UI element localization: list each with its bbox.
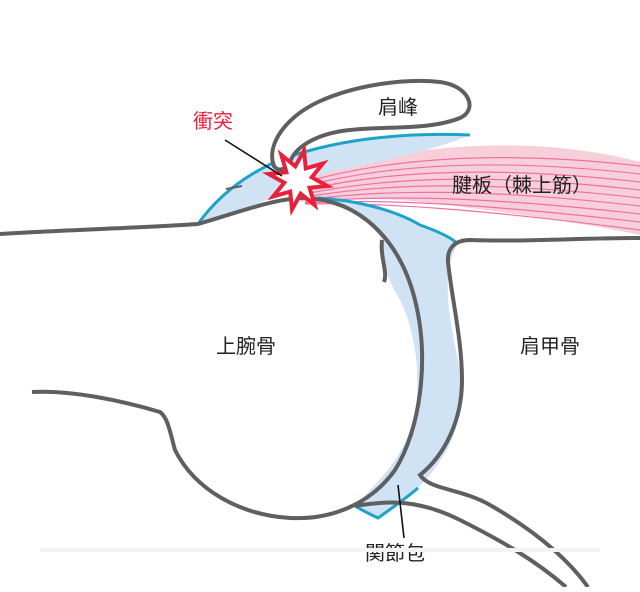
- label-tendon: 腱板（棘上筋）: [452, 173, 592, 197]
- joint-capsule-outline-top: [317, 196, 460, 246]
- bursa-inner-mark: [225, 185, 243, 190]
- joint-capsule: [318, 198, 463, 518]
- humerus-shaft-top: [0, 195, 424, 521]
- capsule-leader-line: [397, 484, 405, 539]
- scapula-outline: [417, 236, 640, 589]
- humerus-shaft-bottom: [354, 500, 568, 589]
- label-acromion: 肩峰: [378, 95, 418, 119]
- label-capsule: 関節包: [365, 541, 425, 565]
- joint-capsule-outline-bottom: [354, 486, 419, 520]
- label-humerus: 上腕骨: [216, 334, 276, 358]
- impingement-star: [262, 144, 334, 216]
- label-impingement: 衝突: [193, 109, 233, 133]
- impingement-leader-line: [224, 139, 283, 177]
- label-scapula: 肩甲骨: [520, 334, 580, 358]
- scapula-top-rim: [379, 239, 388, 283]
- impingement-star-shape: [262, 144, 334, 216]
- bottom-noise-strip: [40, 548, 600, 552]
- tendon: [300, 145, 640, 235]
- acromion: [270, 78, 472, 172]
